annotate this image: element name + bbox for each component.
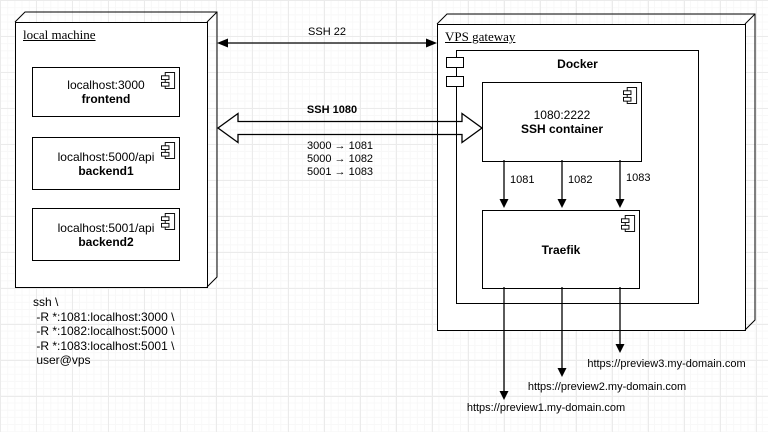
ssh-command-text: ssh \ -R *:1081:localhost:3000 \ -R *:10… — [33, 295, 175, 368]
local-machine-node: local machine localhost:3000 frontend lo… — [15, 22, 208, 288]
component-icon — [623, 87, 638, 104]
port-mapping: 5001 → 1083 — [307, 166, 374, 178]
docker-component-tab — [446, 76, 464, 87]
tunnel-port-label: 1081 — [510, 174, 535, 186]
component-icon — [621, 215, 636, 232]
port-mapping: 5000 → 1082 — [307, 153, 374, 165]
component-name: backend1 — [78, 163, 134, 178]
docker-title: Docker — [557, 57, 598, 71]
ssh22-arrow — [217, 38, 437, 48]
port-mapping-list: 3000 → 1081 5000 → 1082 5001 → 1083 — [307, 140, 373, 179]
docker-component-tab — [446, 57, 464, 68]
component-address: localhost:5001/api — [57, 220, 155, 235]
component-traefik: Traefik — [482, 210, 640, 289]
component-ssh-container: 1080:2222 SSH container — [482, 82, 642, 162]
component-address: 1080:2222 — [533, 108, 591, 122]
component-name: Traefik — [541, 242, 581, 257]
component-backend1: localhost:5000/api backend1 — [32, 137, 180, 190]
component-address: localhost:3000 — [67, 78, 145, 92]
component-name: frontend — [81, 92, 131, 106]
tunnel-port-label: 1083 — [626, 172, 651, 184]
vps-gateway-title: VPS gateway — [445, 29, 516, 44]
preview1-url: https://preview1.my-domain.com — [466, 402, 626, 414]
component-icon — [161, 213, 176, 230]
component-backend2: localhost:5001/api backend2 — [32, 208, 180, 261]
component-name: SSH container — [520, 122, 604, 136]
component-icon — [161, 142, 176, 159]
preview3-url: https://preview3.my-domain.com — [587, 358, 746, 370]
ssh22-arrow-label: SSH 22 — [308, 26, 346, 38]
component-address: localhost:5000/api — [57, 149, 155, 164]
component-frontend: localhost:3000 frontend — [32, 67, 180, 117]
port-mapping: 3000 → 1081 — [307, 140, 374, 152]
component-icon — [161, 72, 176, 89]
ssh1080-arrow-label: SSH 1080 — [306, 104, 358, 116]
local-machine-title: local machine — [23, 27, 96, 42]
preview2-url: https://preview2.my-domain.com — [527, 381, 687, 393]
component-name: backend2 — [78, 234, 134, 249]
tunnel-port-label: 1082 — [568, 174, 593, 186]
